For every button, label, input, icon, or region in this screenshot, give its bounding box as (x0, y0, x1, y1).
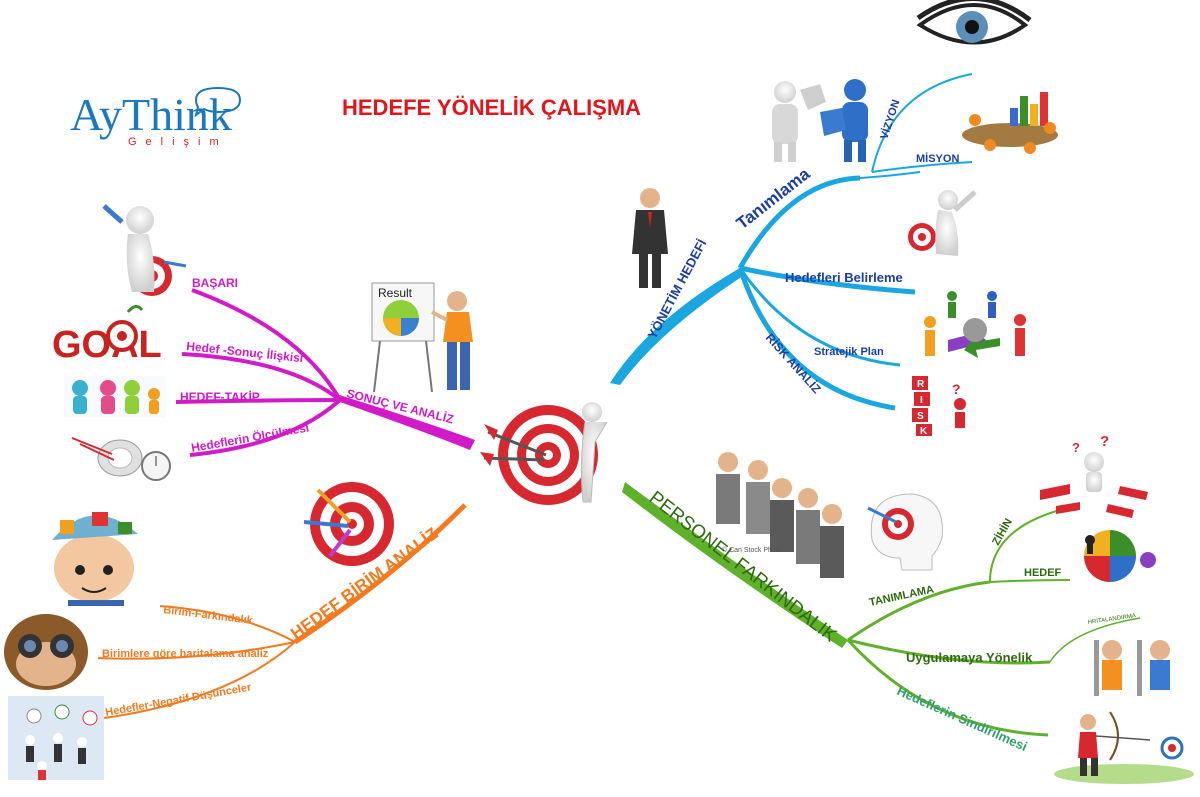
question-figure-icon: ? ? (1040, 433, 1148, 518)
label-uygulamaya-yonelik: Uygulamaya Yönelik (906, 650, 1033, 665)
risk-blocks-icon: R I S K ? (912, 376, 966, 437)
label-hedefleri-belirleme: Hedefleri Belirleme (785, 270, 903, 285)
label-negatif: Hedefler-Negatif Düşünceler (104, 681, 252, 719)
label-haritalama: Birimlere göre haritalama analiz (102, 648, 269, 660)
branch-birim (97, 503, 467, 719)
risk-letter-k: K (920, 426, 928, 437)
label-personel-tanimlama: TANIMLAMA (868, 584, 935, 609)
business-people-icon: © Can Stock Photo (716, 452, 844, 578)
risk-letter-i: I (920, 395, 923, 406)
stopwatch-target-icon (71, 437, 171, 481)
takip-figures-icon (64, 376, 166, 418)
label-zihin: ZİHİN (989, 516, 1015, 547)
branch-sonuc (175, 288, 475, 457)
head-target-icon (867, 493, 943, 571)
goal-word-icon: GOAL (52, 305, 162, 366)
wrench-people-icon (1094, 640, 1170, 696)
result-board-icon: Result (371, 282, 473, 393)
svg-text:?: ? (1100, 433, 1109, 450)
negative-thoughts-icon (8, 696, 104, 780)
label-vizyon: VİZYON (877, 98, 902, 141)
goal-word: GOAL (52, 324, 162, 366)
businessman-icon (632, 188, 668, 288)
label-hedef-takip: HEDEF-TAKİP (180, 389, 260, 404)
dart-figure-icon (102, 204, 187, 296)
center-target-icon (480, 402, 608, 505)
archer-icon (1054, 711, 1194, 784)
branch-yonetim (610, 73, 973, 411)
risk-letter-r: R (917, 379, 925, 390)
label-birim-farkindalik: Birim-Farkındalık (163, 604, 255, 627)
label-basari: BAŞARI (192, 276, 238, 290)
label-stratejik-plan: Stratejik Plan (814, 346, 884, 358)
logo-wordmark: AyThink (70, 92, 232, 138)
label-sindirilmesi: Hedeflerin Sindirilmesi (895, 683, 1030, 754)
logo-subtitle: Gelişim (128, 136, 228, 148)
risk-letter-s: S (917, 411, 924, 422)
svg-text:?: ? (1072, 440, 1080, 455)
stock-watermark: © Can Stock Photo (722, 546, 782, 554)
puzzle-people-icon (772, 79, 868, 162)
meeting-chart-icon (962, 92, 1058, 154)
puzzle-circle-icon (1084, 530, 1156, 582)
team-arrows-icon (916, 291, 1034, 366)
label-olcum: Hedeflerin Ölçülmesi (190, 419, 310, 455)
eye-icon (916, 0, 1032, 45)
head-ideas-icon (52, 512, 138, 606)
label-hedef: HEDEF (1024, 567, 1062, 579)
svg-text:?: ? (952, 381, 961, 397)
logo-name-part1: Ay (70, 89, 122, 140)
logo-speech-bubble-icon (194, 86, 242, 118)
logo-name-part2: Think (122, 89, 232, 140)
figure-target-icon (908, 190, 977, 256)
branch-personel (622, 482, 1141, 737)
monkey-binoculars-icon (4, 614, 88, 690)
result-board-label: Result (378, 286, 413, 300)
darts-target-icon (303, 482, 394, 566)
page-title: HEDEFE YÖNELİK ÇALIŞMA (342, 95, 642, 120)
label-misyon: MİSYON (916, 152, 959, 165)
